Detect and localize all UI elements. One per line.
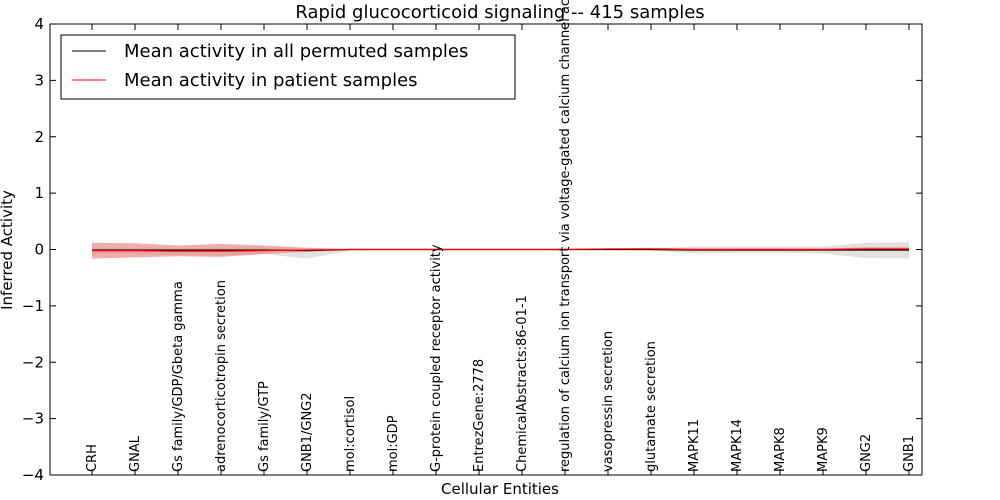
category-label: GNB1/GNG2	[300, 392, 315, 472]
category-label: GNB1	[902, 435, 917, 472]
chart-title: Rapid glucocorticoid signaling -- 415 sa…	[295, 2, 704, 23]
legend-label-patient: Mean activity in patient samples	[124, 70, 418, 91]
category-label: vasopressin secretion	[601, 331, 616, 472]
y-tick-label: −4	[22, 466, 44, 484]
x-axis-label: Cellular Entities	[441, 480, 559, 498]
category-label: EntrezGene:2778	[472, 359, 487, 472]
category-label: glutamate secretion	[644, 341, 659, 472]
category-label: MAPK8	[773, 427, 788, 472]
category-labels: CRH GNAL Gs family/GDP/Gbeta gamma adrenoco…	[85, 0, 917, 472]
category-label: adrenocorticotropin secretion	[214, 280, 229, 472]
y-tick-label: 0	[34, 241, 44, 259]
band-permuted	[92, 242, 909, 259]
legend-label-permuted: Mean activity in all permuted samples	[124, 41, 468, 62]
legend: Mean activity in all permuted samples Me…	[60, 34, 516, 100]
line-patient	[92, 248, 909, 252]
y-axis-label: Inferred Activity	[0, 190, 16, 310]
category-label: MAPK11	[687, 419, 702, 472]
y-ticks: −4 −3 −2 −1 0 1 2 3 4	[22, 15, 922, 484]
y-tick-label: −2	[22, 353, 44, 371]
category-label: CRH	[85, 444, 100, 472]
y-tick-label: 2	[34, 128, 44, 146]
y-tick-label: −3	[22, 410, 44, 428]
x-ticks	[91, 24, 910, 475]
category-label: G-protein coupled receptor activity	[429, 244, 444, 472]
series-lines	[92, 248, 909, 252]
plot-frame	[49, 23, 923, 476]
category-label: GNAL	[128, 435, 143, 472]
category-label: mol:GDP	[386, 415, 401, 472]
category-label: GNG2	[859, 434, 874, 472]
y-tick-label: 1	[34, 184, 44, 202]
y-tick-label: 4	[34, 15, 44, 33]
category-label: Gs family/GTP	[257, 381, 272, 472]
category-label: regulation of calcium ion transport via …	[558, 0, 573, 472]
y-tick-label: −1	[22, 297, 44, 315]
category-label: Gs family/GDP/Gbeta gamma	[171, 281, 186, 472]
category-label: MAPK14	[730, 419, 745, 472]
category-label: mol:cortisol	[343, 396, 358, 472]
category-label: ChemicalAbstracts:86-01-1	[515, 295, 530, 472]
category-label: MAPK9	[816, 427, 831, 472]
y-tick-label: 3	[34, 71, 44, 89]
legend-box	[60, 34, 516, 100]
